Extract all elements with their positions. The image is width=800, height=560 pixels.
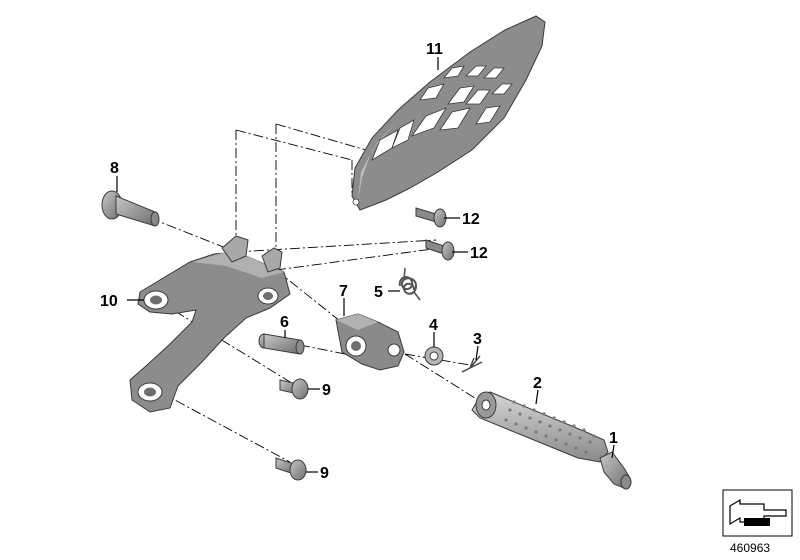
callout-12-lower: 12 [470, 245, 488, 262]
callout-9-upper: 9 [322, 382, 331, 399]
bolt-9-upper [279, 378, 309, 400]
reference-box: 460963 [722, 489, 793, 555]
callout-7: 7 [339, 283, 348, 300]
screw-12-upper [415, 207, 447, 228]
pivot-holder-7 [335, 313, 405, 371]
callout-5: 5 [374, 284, 383, 301]
callout-1: 1 [609, 430, 618, 447]
footpeg-2 [471, 391, 609, 463]
split-pin-3 [461, 355, 483, 373]
callout-10: 10 [100, 293, 118, 310]
footrest-bracket [129, 235, 291, 413]
reference-number: 460963 [730, 541, 770, 555]
bolt-9-lower [275, 457, 307, 481]
callout-labels: 11 8 12 12 10 7 5 6 4 3 2 1 9 9 [100, 41, 618, 482]
callout-3: 3 [473, 331, 482, 348]
callout-11: 11 [426, 41, 443, 58]
bolt-8 [101, 190, 160, 227]
callout-12-upper: 12 [462, 211, 480, 228]
heel-guard-plate [351, 15, 546, 211]
pin-6 [258, 333, 305, 355]
washer-4 [424, 346, 444, 366]
callout-8: 8 [110, 160, 119, 177]
callout-6: 6 [280, 314, 289, 331]
leader-lines [116, 57, 615, 473]
screw-12-lower [425, 239, 455, 261]
callout-9-lower: 9 [320, 465, 329, 482]
arrow-icon [729, 498, 787, 526]
callout-2: 2 [533, 375, 542, 392]
spring-5 [398, 267, 421, 301]
callout-4: 4 [429, 317, 438, 334]
bolt-1 [599, 451, 632, 490]
